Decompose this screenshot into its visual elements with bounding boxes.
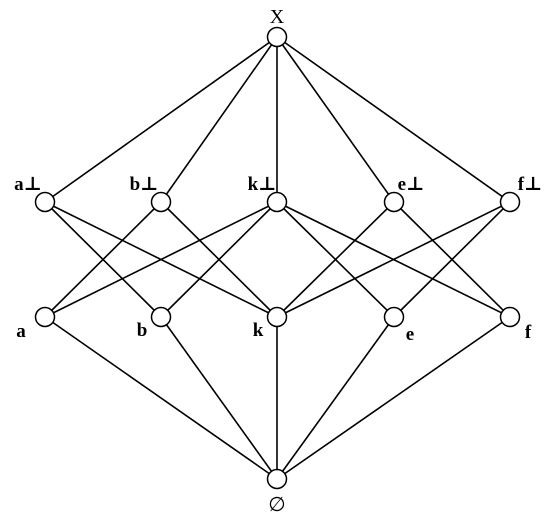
edge-top-a-perp bbox=[44, 36, 278, 203]
edge-k-perp-a bbox=[44, 201, 278, 318]
node-label-e-perp: e⊥ bbox=[398, 174, 425, 195]
node-label-k-perp: k⊥ bbox=[248, 174, 277, 195]
node-label-bottom: ∅ bbox=[268, 494, 285, 516]
node-e bbox=[383, 306, 405, 328]
node-a bbox=[34, 306, 56, 328]
node-label-k: k bbox=[253, 320, 264, 341]
node-f bbox=[499, 306, 521, 328]
edge-b-bottom bbox=[160, 316, 278, 480]
edge-top-f-perp bbox=[276, 36, 511, 203]
labels-group: Xa⊥ b⊥ k⊥ e⊥ f⊥ a b k e f ∅ bbox=[14, 6, 542, 516]
node-e-perp bbox=[383, 191, 405, 213]
edge-k-perp-b bbox=[160, 201, 278, 318]
node-label-b: b bbox=[137, 320, 148, 341]
node-bottom bbox=[266, 468, 288, 490]
edges-group bbox=[44, 36, 511, 480]
edge-e-bottom bbox=[276, 316, 395, 480]
node-top bbox=[266, 26, 288, 48]
node-b bbox=[150, 306, 172, 328]
nodes-group bbox=[34, 26, 521, 490]
node-label-top: X bbox=[270, 6, 285, 28]
node-k bbox=[266, 306, 288, 328]
node-f-perp bbox=[499, 191, 521, 213]
node-label-a: a bbox=[16, 321, 26, 342]
edge-a-bottom bbox=[44, 316, 278, 480]
node-label-f: f bbox=[525, 322, 532, 343]
node-k-perp bbox=[266, 191, 288, 213]
node-label-e: e bbox=[406, 324, 414, 345]
edge-e-perp-k bbox=[276, 201, 395, 318]
edge-top-b-perp bbox=[160, 36, 278, 203]
node-a-perp bbox=[34, 191, 56, 213]
edge-f-perp-k bbox=[276, 201, 511, 318]
edge-f-perp-e bbox=[393, 201, 511, 318]
node-label-f-perp: f⊥ bbox=[518, 174, 543, 195]
edge-b-perp-a bbox=[44, 201, 162, 318]
node-label-a-perp: a⊥ bbox=[14, 174, 42, 195]
edge-f-bottom bbox=[276, 316, 511, 480]
node-b-perp bbox=[150, 191, 172, 213]
node-label-b-perp: b⊥ bbox=[130, 174, 159, 195]
edge-top-e-perp bbox=[276, 36, 395, 203]
